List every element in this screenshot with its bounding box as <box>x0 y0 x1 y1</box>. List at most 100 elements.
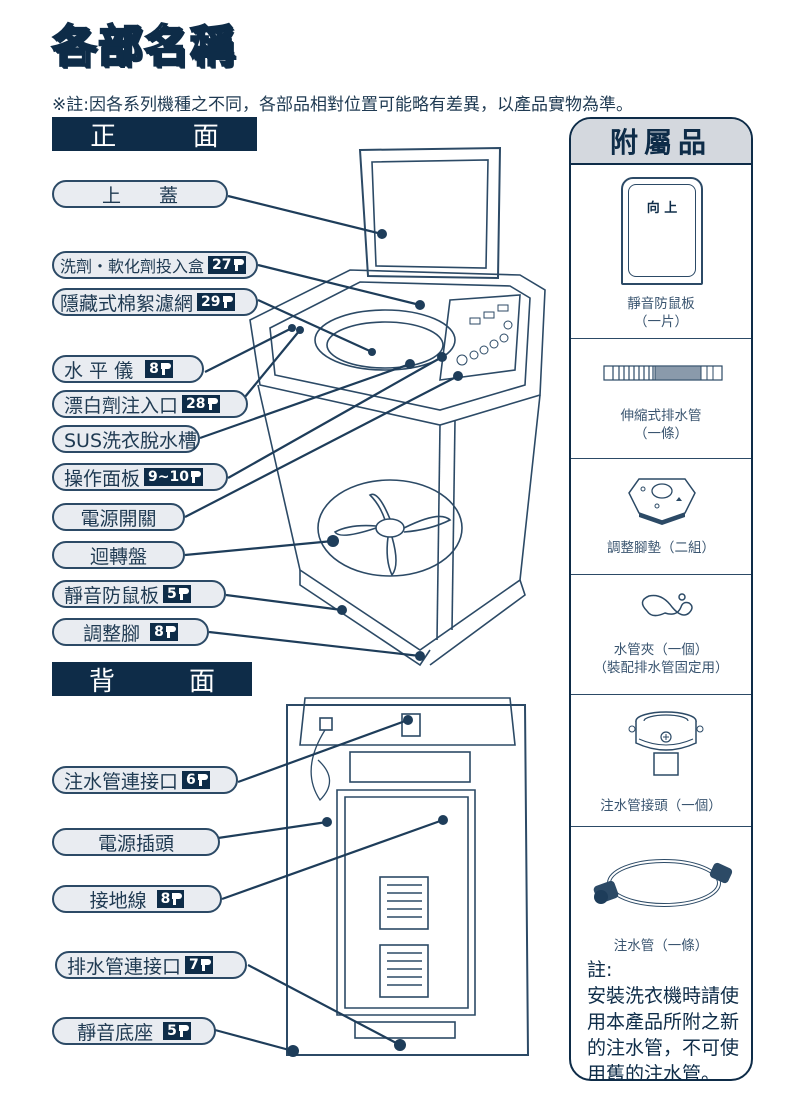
accessory-name: 注水管接頭（一個） <box>600 798 722 814</box>
label-text: 靜音防鼠板 <box>64 584 160 607</box>
label-quiet-base: 靜音底座 5 <box>52 1017 216 1045</box>
page-number: 27 <box>212 257 232 273</box>
note-body: 安裝洗衣機時請使用本產品所附之新的注水管，不可使用舊的注水管。 <box>587 985 740 1081</box>
accessory-item: 注水管（一條） <box>571 827 751 954</box>
back-header-char-1: 背 <box>88 666 115 697</box>
page-number: 9~10 <box>148 469 189 485</box>
accessory-name: 調整腳墊（二組） <box>607 540 715 556</box>
disclaimer-note: ※註:因各系列機種之不同，各部品相對位置可能略有差異，以產品實物為準。 <box>52 95 633 115</box>
accessory-item: 注水管接頭（一個） <box>571 695 751 827</box>
label-text: 隱藏式棉絮濾網 <box>60 292 194 315</box>
accessory-name: 靜音防鼠板 <box>627 296 695 312</box>
accessory-item: 水管夾（一個） （裝配排水管固定用） <box>571 575 751 695</box>
hose-clamp-icon <box>641 593 693 617</box>
page-title: 各部名稱 <box>51 20 236 73</box>
label-text: SUS洗衣脫水槽 <box>64 429 198 452</box>
label-drain-connection: 排水管連接口 7 <box>55 951 247 979</box>
label-text: 電源插頭 <box>97 832 174 855</box>
page-ref-badge: 5 <box>163 1022 191 1040</box>
label-bleach-inlet: 漂白劑注入口 28 <box>52 390 248 418</box>
page-ref-badge: 8 <box>145 360 173 378</box>
label-leveling-foot: 調整腳 8 <box>52 618 209 646</box>
label-text: 操作面板 <box>64 467 141 490</box>
page-ref-badge: 27 <box>208 256 246 274</box>
label-power-plug: 電源插頭 <box>52 828 220 856</box>
label-text: 上 蓋 <box>101 184 178 207</box>
page-ref-badge: 28 <box>182 395 220 413</box>
label-text: 洗劑・軟化劑投入盒 <box>60 257 205 276</box>
pointing-hand-icon <box>178 588 189 594</box>
pointing-hand-icon <box>165 626 176 632</box>
page-number: 29 <box>201 294 221 310</box>
label-control-panel: 操作面板 9~10 <box>52 463 228 491</box>
pointing-hand-icon <box>178 1025 189 1031</box>
page-number: 8 <box>160 891 171 907</box>
accessory-qty: （裝配排水管固定用） <box>593 660 729 676</box>
label-text: 迴轉盤 <box>89 545 147 568</box>
label-text: 靜音底座 <box>77 1021 154 1044</box>
page-number: 28 <box>186 396 206 412</box>
inlet-hose-icon <box>593 859 733 907</box>
page-ref-badge: 8 <box>150 623 178 641</box>
accessory-qty: （一片） <box>634 314 688 330</box>
pointing-hand-icon <box>197 774 208 780</box>
pointing-hand-icon <box>200 959 211 965</box>
accessories-header: 附屬品 <box>571 119 751 165</box>
pointing-hand-icon <box>160 363 171 369</box>
label-lint-filter: 隱藏式棉絮濾網 29 <box>52 288 258 316</box>
leveling-foot-pad-icon <box>628 478 696 525</box>
label-inlet-connection: 注水管連接口 6 <box>52 766 238 794</box>
inlet-connector-icon <box>628 711 704 776</box>
label-rodent-guard: 靜音防鼠板 5 <box>52 580 226 608</box>
pointing-hand-icon <box>190 471 201 477</box>
pointing-hand-icon <box>207 398 218 404</box>
back-header-char-2: 面 <box>188 666 215 697</box>
pointing-hand-icon <box>233 259 244 265</box>
label-detergent-box: 洗劑・軟化劑投入盒 27 <box>52 251 258 279</box>
label-text: 注水管連接口 <box>64 770 179 793</box>
label-pulsator: 迴轉盤 <box>52 541 185 569</box>
drain-hose-icon <box>603 365 723 381</box>
page-ref-badge: 8 <box>156 890 185 908</box>
page-number: 6 <box>186 772 196 788</box>
plate-up-text: 向 上 <box>646 201 678 216</box>
label-text: 接地線 <box>89 889 147 912</box>
label-text: 調整腳 <box>83 622 141 645</box>
pointing-hand-icon <box>222 296 233 302</box>
pointing-hand-icon <box>172 893 183 899</box>
label-text: 水 平 儀 <box>64 359 134 382</box>
label-level-gauge: 水 平 儀 8 <box>52 355 204 383</box>
accessory-item: 向 上 靜音防鼠板 （一片） <box>571 165 751 339</box>
page-number: 8 <box>154 624 164 640</box>
accessories-panel: 附屬品 向 上 靜音防鼠板 （一片） 伸縮式排水管 （一條） <box>569 117 753 1081</box>
accessory-qty: （一條） <box>634 426 688 442</box>
label-text: 排水管連接口 <box>67 955 182 978</box>
accessory-item: 伸縮式排水管 （一條） <box>571 339 751 459</box>
front-header-char-1: 正 <box>90 121 117 152</box>
label-text: 漂白劑注入口 <box>64 394 179 417</box>
page-number: 5 <box>167 1023 177 1039</box>
page-number: 8 <box>149 361 159 377</box>
label-ground-wire: 接地線 8 <box>52 885 222 913</box>
label-power-switch: 電源開關 <box>52 503 185 531</box>
front-header-char-2: 面 <box>192 121 219 152</box>
page-number: 5 <box>167 586 177 602</box>
page-ref-badge: 29 <box>197 293 235 311</box>
note-title: 註: <box>587 959 613 981</box>
page-ref-badge: 9~10 <box>144 468 203 486</box>
accessory-warning-note: 註: 安裝洗衣機時請使用本產品所附之新的注水管，不可使用舊的注水管。 <box>587 957 747 1081</box>
accessory-name: 注水管（一條） <box>613 938 709 954</box>
accessory-name: 伸縮式排水管 <box>620 408 702 424</box>
accessory-item: 調整腳墊（二組） <box>571 459 751 575</box>
mouse-guard-plate-icon: 向 上 <box>621 177 703 285</box>
label-sus-drum: SUS洗衣脫水槽 <box>52 425 200 453</box>
page-ref-badge: 7 <box>185 956 213 974</box>
front-view-header: 正 面 <box>52 117 257 152</box>
page-ref-badge: 5 <box>163 585 191 603</box>
page-number: 7 <box>189 957 199 973</box>
page-ref-badge: 6 <box>182 771 210 789</box>
back-view-header: 背 面 <box>52 662 252 697</box>
accessory-name: 水管夾（一個） <box>613 642 709 658</box>
